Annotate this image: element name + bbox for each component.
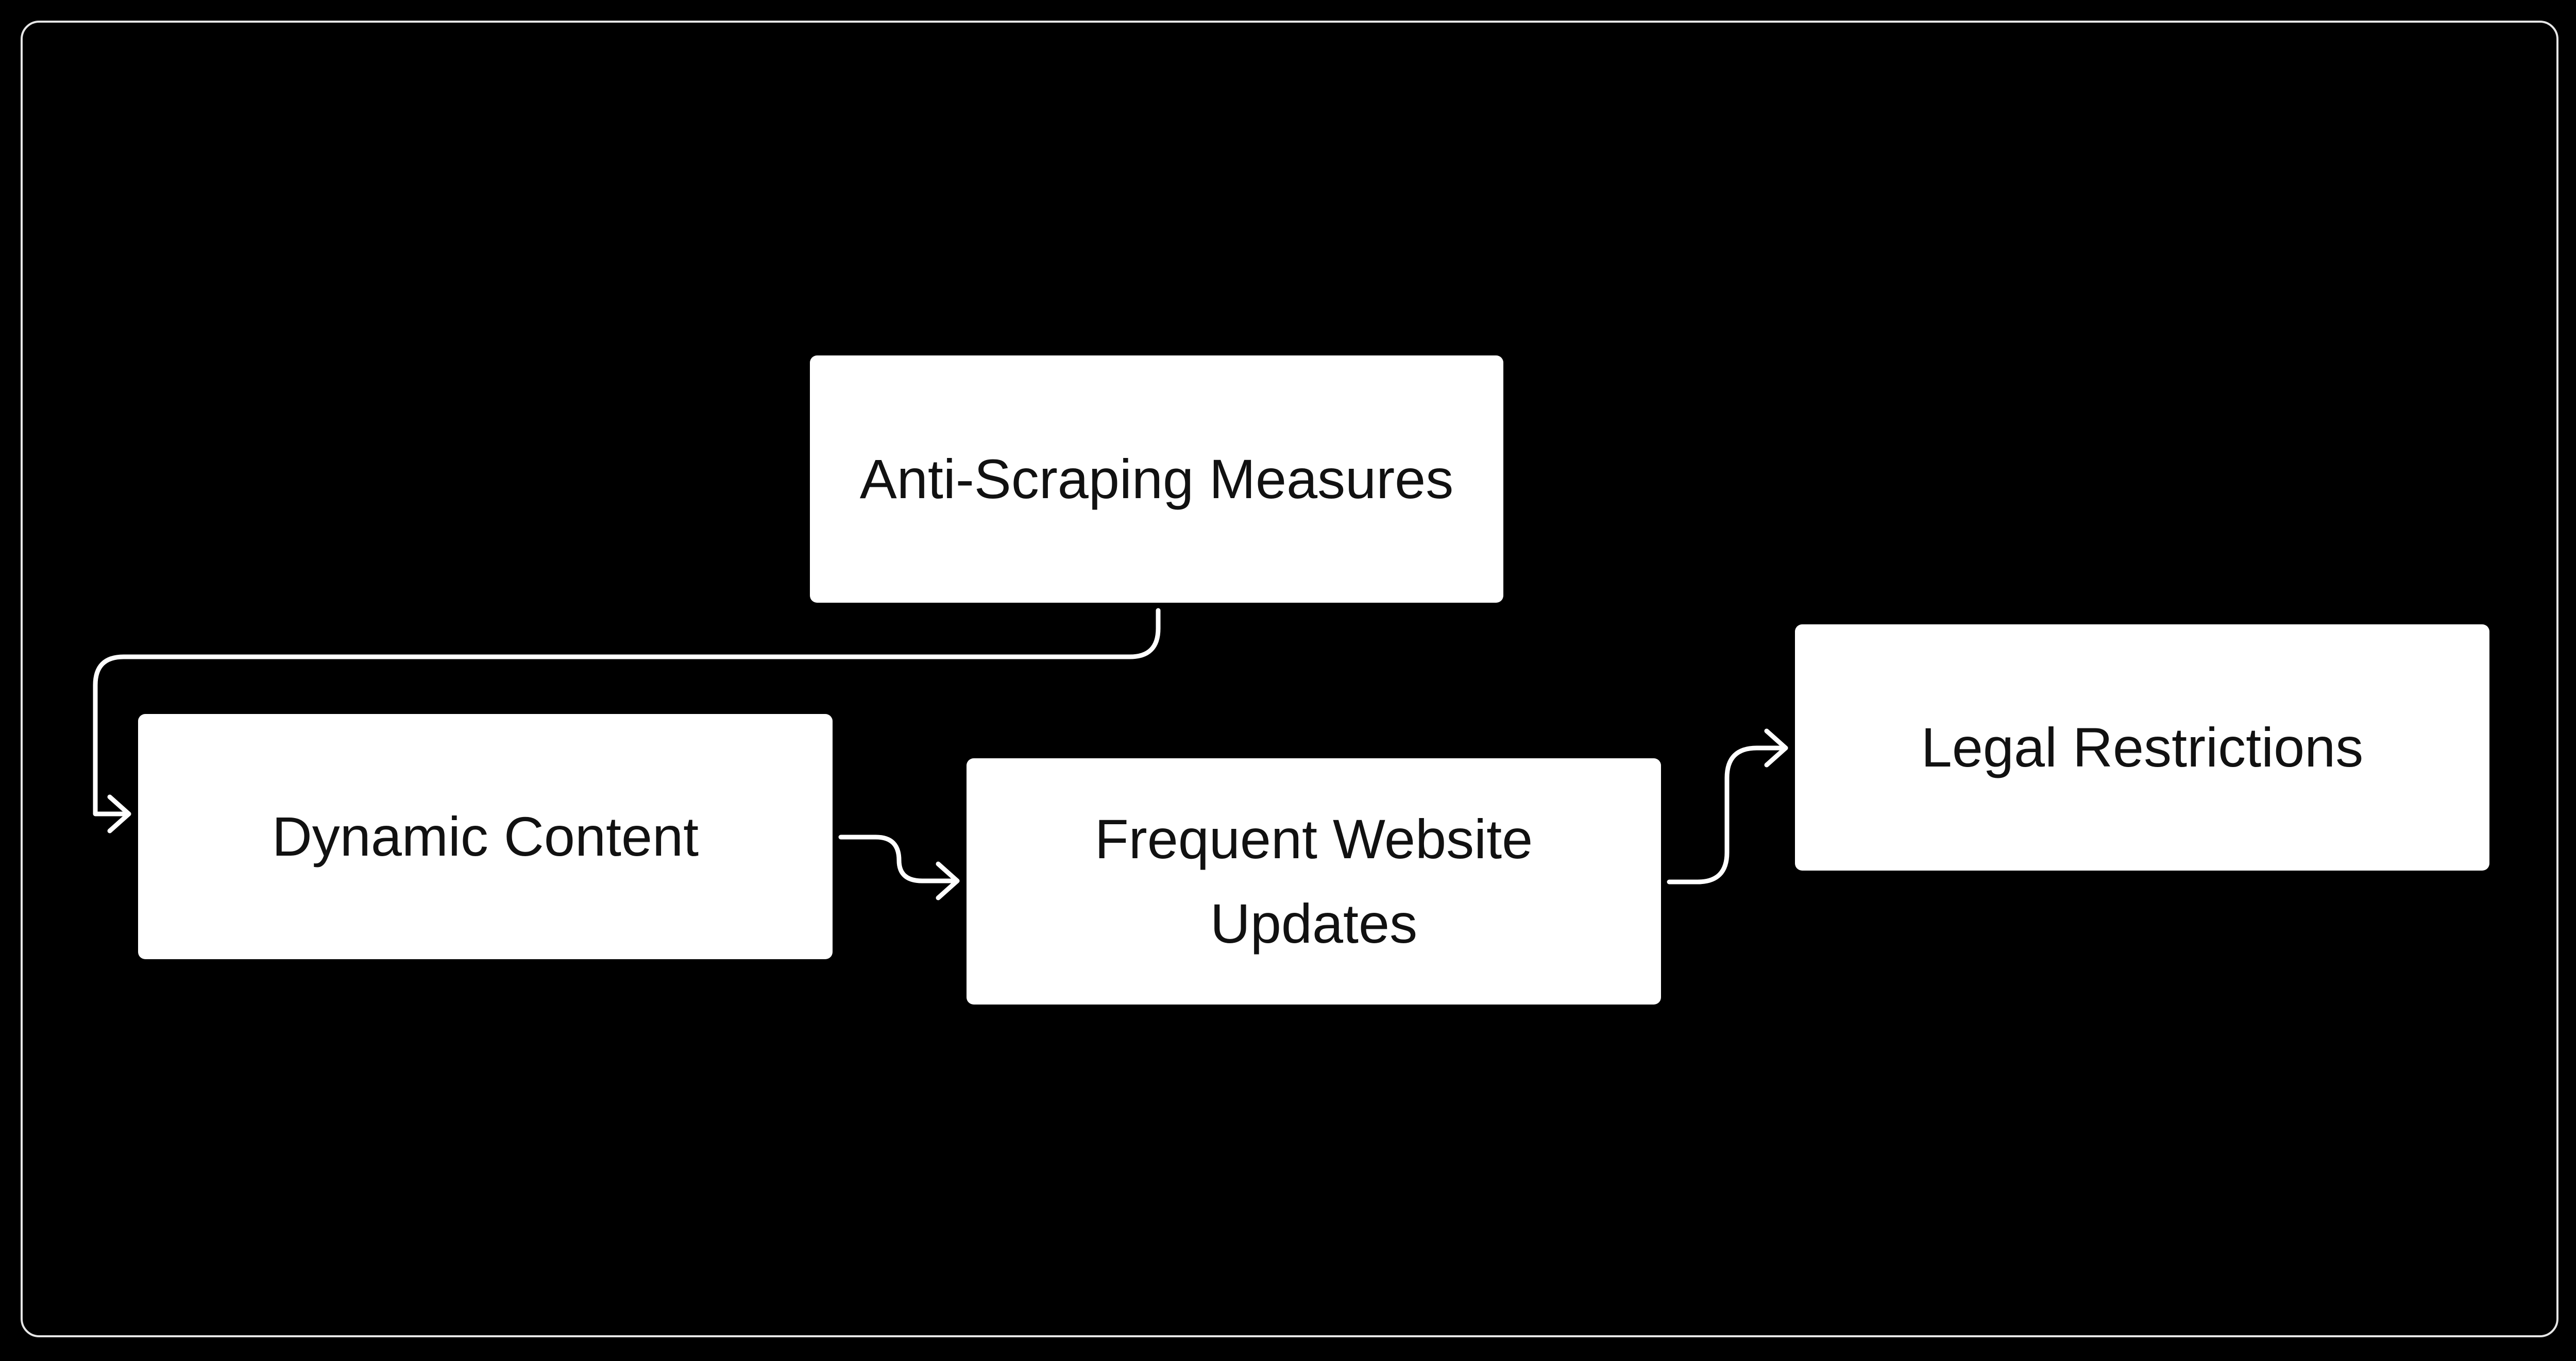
node-label: Legal Restrictions <box>1921 716 2364 778</box>
node-anti-scraping-measures: Anti-Scraping Measures <box>810 355 1503 603</box>
node-legal-restrictions: Legal Restrictions <box>1795 624 2489 871</box>
node-label: Frequent Website Updates <box>1094 808 1533 955</box>
node-label: Dynamic Content <box>272 805 699 867</box>
node-label: Anti-Scraping Measures <box>859 448 1454 510</box>
diagram-frame <box>21 21 2558 1337</box>
node-dynamic-content: Dynamic Content <box>138 714 833 959</box>
node-frequent-website-updates: Frequent Website Updates <box>967 758 1661 1005</box>
